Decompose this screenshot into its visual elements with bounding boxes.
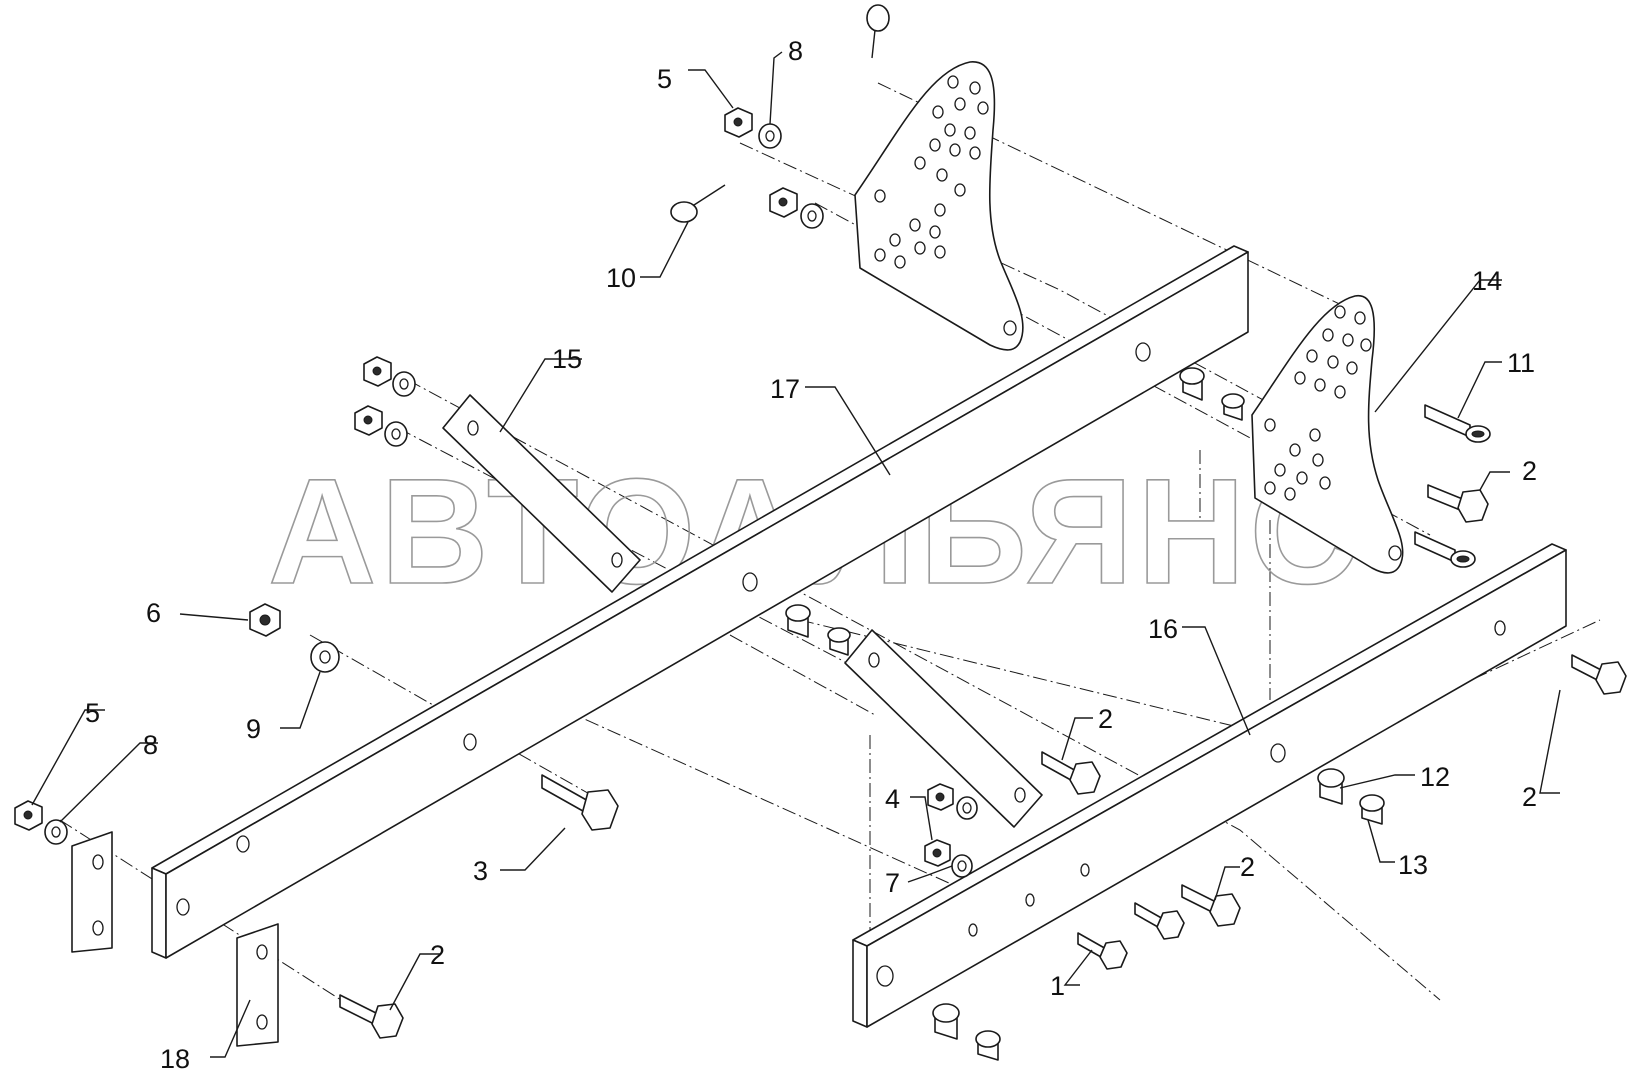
washer-4 <box>956 796 978 820</box>
callout-5-upper: 5 <box>657 64 672 94</box>
bushing-13-upper <box>1221 393 1245 421</box>
callout-2-lower: 2 <box>1240 852 1255 882</box>
bushing-13-lower <box>975 1030 1001 1061</box>
nut-15-a <box>363 356 392 387</box>
nut-5-upper <box>724 107 753 138</box>
callout-3: 3 <box>473 856 488 886</box>
nut-upper-2 <box>769 187 798 218</box>
leader-lines <box>31 51 1561 1058</box>
callouts: 5 8 10 15 17 14 11 2 6 9 5 8 3 16 2 12 2… <box>85 36 1537 1074</box>
callout-15: 15 <box>552 344 582 374</box>
callout-9: 9 <box>246 714 261 744</box>
callout-7: 7 <box>885 868 900 898</box>
bolt-2-c <box>1181 884 1241 927</box>
bushing-12-lower <box>932 1003 960 1040</box>
washer-8-upper <box>758 123 782 149</box>
beam-16 <box>852 543 1567 1028</box>
plate-14-upper <box>854 61 1024 351</box>
washer-8-lower <box>44 819 68 845</box>
callout-16: 16 <box>1148 614 1178 644</box>
callout-17: 17 <box>770 374 800 404</box>
callout-18: 18 <box>160 1044 190 1074</box>
ring-10 <box>670 184 726 223</box>
callout-14: 14 <box>1472 266 1502 296</box>
bolt-1-b <box>1134 902 1185 940</box>
callout-6: 6 <box>146 598 161 628</box>
plate-18-left <box>71 831 113 953</box>
callout-2-left: 2 <box>430 940 445 970</box>
bolt-2-e <box>1571 654 1627 695</box>
callout-8-lower: 8 <box>143 730 158 760</box>
pin-11 <box>1424 404 1491 443</box>
callout-12: 12 <box>1420 762 1450 792</box>
ring-10-top <box>866 4 890 59</box>
nut-4 <box>927 783 954 811</box>
callout-2-right: 2 <box>1522 782 1537 812</box>
bolt-3 <box>541 774 619 831</box>
callout-2-mid: 2 <box>1098 704 1113 734</box>
bolt-2-d <box>1427 484 1489 523</box>
callout-2-right-top: 2 <box>1522 456 1537 486</box>
plate-14-lower <box>1251 294 1404 574</box>
callout-5-lower: 5 <box>85 698 100 728</box>
callout-13: 13 <box>1398 850 1428 880</box>
washer-9 <box>310 641 340 673</box>
callout-10: 10 <box>606 263 636 293</box>
nut-7 <box>924 839 951 867</box>
nut-5-lower <box>14 800 43 831</box>
washer-15-a <box>392 371 416 397</box>
bushing-12-upper <box>1179 367 1205 401</box>
plate-18-right <box>236 923 279 1047</box>
bushing-12 <box>1317 768 1345 805</box>
pin-11-b <box>1414 531 1476 568</box>
nut-6 <box>249 603 281 637</box>
bushing-13-mid <box>827 627 851 656</box>
washer-7 <box>951 854 973 878</box>
nut-15-b <box>354 405 383 436</box>
callout-1: 1 <box>1050 971 1065 1001</box>
washer-upper-2 <box>800 203 824 229</box>
bolt-2-a <box>339 994 404 1039</box>
callout-4: 4 <box>885 784 900 814</box>
bushing-12-mid <box>785 604 811 638</box>
bushing-13 <box>1359 794 1385 825</box>
callout-11: 11 <box>1507 348 1535 378</box>
callout-8-upper: 8 <box>788 36 803 66</box>
bracket-15-lower <box>844 629 1043 828</box>
beam-17 <box>151 245 1249 959</box>
bolt-1 <box>1077 932 1128 970</box>
bracket-15-upper <box>442 394 641 593</box>
washer-15-b <box>384 421 408 447</box>
bolt-2-b <box>1041 751 1101 795</box>
